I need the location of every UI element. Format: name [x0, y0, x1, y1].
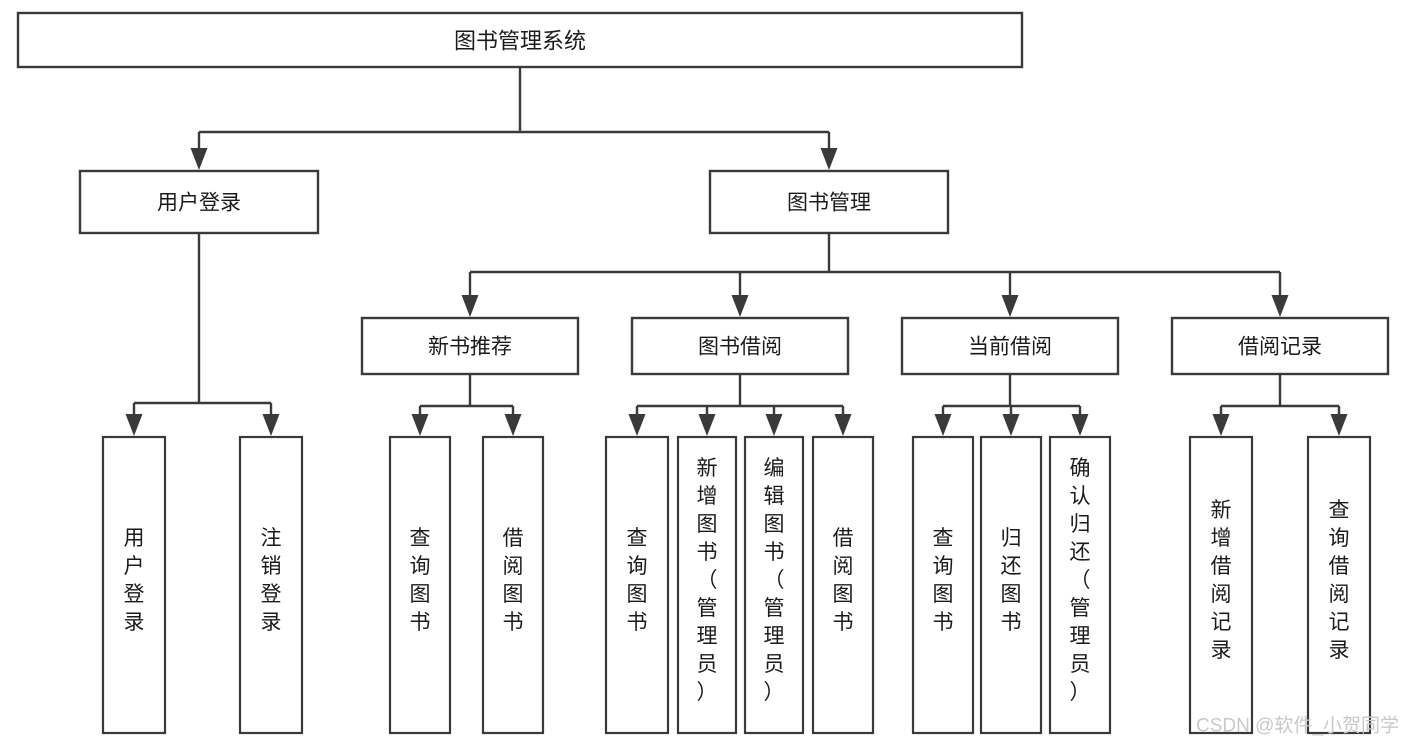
node-label-borrow-1: 查询图书: [627, 527, 648, 634]
arrow-head-icon: [628, 414, 646, 436]
arrow-head-icon: [411, 414, 429, 436]
csdn-watermark: CSDN @软件_小贺同学: [1196, 715, 1399, 737]
node-box-borrow-2[interactable]: [676, 435, 738, 735]
node-records-1[interactable]: 新增借阅记录: [1188, 435, 1254, 735]
node-records[interactable]: 借阅记录: [1170, 316, 1390, 376]
node-records-2[interactable]: 查询借阅记录: [1306, 435, 1372, 735]
node-label-current: 当前借阅: [968, 336, 1052, 359]
arrow-head-icon: [461, 295, 479, 317]
node-box-current-2[interactable]: [979, 435, 1043, 735]
node-box-bookmgmt[interactable]: [708, 169, 950, 235]
node-label-bookmgmt: 图书管理: [787, 192, 871, 215]
node-login-1[interactable]: 用户登录: [101, 435, 167, 735]
arrow-head-icon: [1271, 295, 1289, 317]
node-box-newbook-2[interactable]: [481, 435, 545, 735]
node-box-current-3[interactable]: [1048, 435, 1112, 735]
node-box-records-1[interactable]: [1188, 435, 1254, 735]
arrow-head-icon: [820, 148, 838, 170]
arrow-head-icon: [731, 295, 749, 317]
node-label-borrow-2: 新增图书（管理员）: [697, 457, 718, 704]
node-borrow[interactable]: 图书借阅: [630, 316, 850, 376]
node-label-newbook: 新书推荐: [428, 336, 512, 359]
arrow-head-icon: [190, 148, 208, 170]
node-label-login-1: 用户登录: [124, 527, 145, 634]
node-borrow-3[interactable]: 编辑图书（管理员）: [743, 435, 805, 735]
node-label-borrow: 图书借阅: [698, 336, 782, 359]
node-layer: 图书管理系统用户登录图书管理新书推荐图书借阅当前借阅借阅记录用户登录注销登录查询…: [16, 11, 1390, 735]
node-newbook-2[interactable]: 借阅图书: [481, 435, 545, 735]
arrow-head-icon: [834, 414, 852, 436]
arrow-head-icon: [1330, 414, 1348, 436]
node-newbook-1[interactable]: 查询图书: [388, 435, 452, 735]
arrow-head-icon: [1071, 414, 1089, 436]
node-label-login-2: 注销登录: [261, 527, 282, 634]
node-box-records[interactable]: [1170, 316, 1390, 376]
node-borrow-4[interactable]: 借阅图书: [811, 435, 875, 735]
node-label-current-2: 归还图书: [1001, 527, 1022, 634]
node-box-borrow-3[interactable]: [743, 435, 805, 735]
arrow-head-icon: [1001, 295, 1019, 317]
node-bookmgmt[interactable]: 图书管理: [708, 169, 950, 235]
node-label-borrow-3: 编辑图书（管理员）: [764, 457, 785, 704]
connector-layer: [125, 67, 1348, 436]
node-label-current-1: 查询图书: [933, 527, 954, 634]
node-box-newbook-1[interactable]: [388, 435, 452, 735]
arrow-head-icon: [1002, 414, 1020, 436]
node-label-login: 用户登录: [157, 192, 241, 215]
arrow-head-icon: [934, 414, 952, 436]
node-login[interactable]: 用户登录: [78, 169, 320, 235]
node-box-root[interactable]: [16, 11, 1024, 69]
node-label-current-3: 确认归还（管理员）: [1070, 457, 1091, 704]
node-label-newbook-2: 借阅图书: [503, 527, 524, 634]
node-box-records-2[interactable]: [1306, 435, 1372, 735]
arrow-head-icon: [504, 414, 522, 436]
node-box-borrow-4[interactable]: [811, 435, 875, 735]
node-label-records: 借阅记录: [1238, 336, 1322, 359]
node-newbook[interactable]: 新书推荐: [360, 316, 580, 376]
arrow-head-icon: [1212, 414, 1230, 436]
arrow-head-icon: [698, 414, 716, 436]
node-borrow-1[interactable]: 查询图书: [604, 435, 670, 735]
node-box-login-2[interactable]: [238, 435, 304, 735]
node-label-records-1: 新增借阅记录: [1211, 499, 1232, 662]
node-current-1[interactable]: 查询图书: [911, 435, 975, 735]
node-box-current[interactable]: [900, 316, 1120, 376]
node-login-2[interactable]: 注销登录: [238, 435, 304, 735]
node-box-borrow[interactable]: [630, 316, 850, 376]
node-box-borrow-1[interactable]: [604, 435, 670, 735]
arrow-head-icon: [125, 414, 143, 436]
node-box-login-1[interactable]: [101, 435, 167, 735]
node-label-borrow-4: 借阅图书: [833, 527, 854, 634]
node-label-root: 图书管理系统: [454, 29, 586, 54]
node-current[interactable]: 当前借阅: [900, 316, 1120, 376]
node-borrow-2[interactable]: 新增图书（管理员）: [676, 435, 738, 735]
node-label-newbook-1: 查询图书: [410, 527, 431, 634]
node-box-newbook[interactable]: [360, 316, 580, 376]
node-box-current-1[interactable]: [911, 435, 975, 735]
arrow-head-icon: [765, 414, 783, 436]
node-box-login[interactable]: [78, 169, 320, 235]
node-current-2[interactable]: 归还图书: [979, 435, 1043, 735]
node-label-records-2: 查询借阅记录: [1329, 499, 1350, 662]
arrow-head-icon: [262, 414, 280, 436]
node-current-3[interactable]: 确认归还（管理员）: [1048, 435, 1112, 735]
node-root[interactable]: 图书管理系统: [16, 11, 1024, 69]
